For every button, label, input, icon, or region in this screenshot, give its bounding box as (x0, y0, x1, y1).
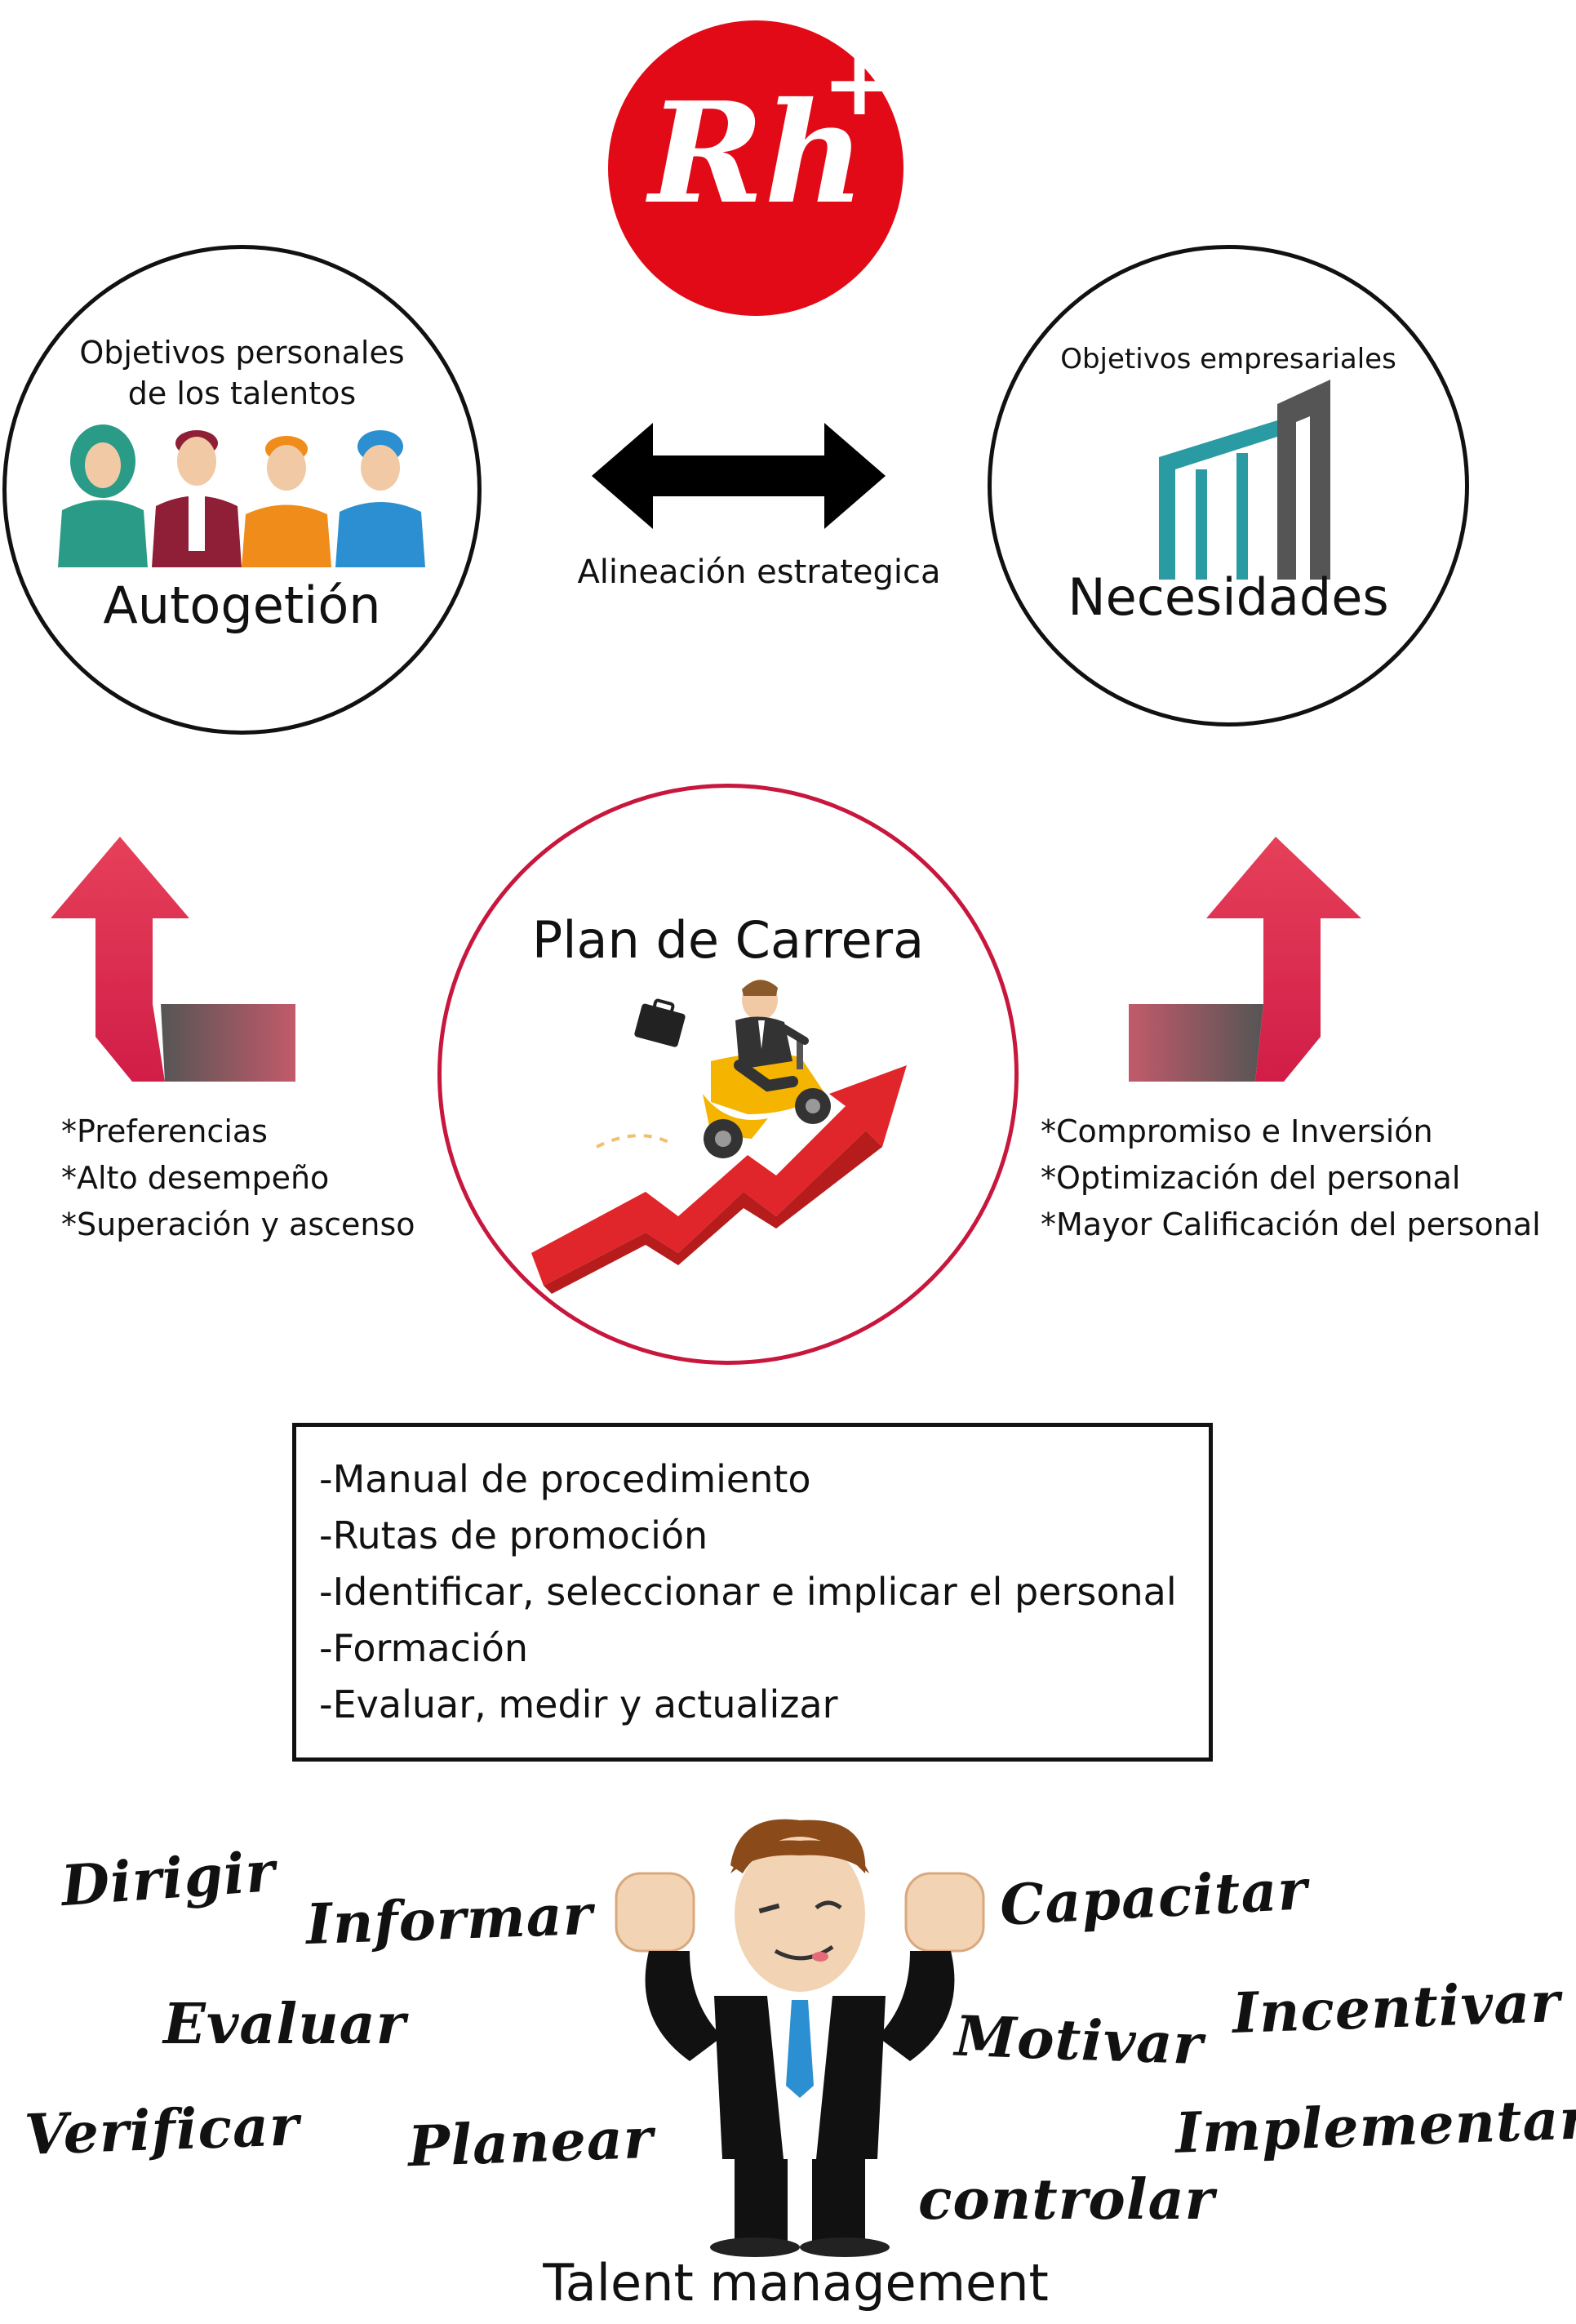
rh-logo-plus: + (822, 31, 898, 136)
procedures-box: -Manual de procedimiento -Rutas de promo… (292, 1423, 1213, 1762)
necesidades-circle: Objetivos empresariales Necesidades (988, 245, 1469, 727)
list-item: *Compromiso e Inversión (1041, 1113, 1433, 1149)
procedure-item: -Evaluar, medir y actualizar (319, 1682, 838, 1726)
personal-goals-label-2: de los talentos (127, 375, 357, 411)
necesidades-title: Necesidades (1068, 567, 1389, 627)
rh-logo: Rh + (608, 20, 903, 316)
verb-controlar: controlar (918, 2167, 1215, 2233)
personal-benefits-list: *Preferencias *Alto desempeño *Superació… (61, 1109, 415, 1248)
autogestion-title: Autogetión (103, 575, 381, 635)
business-goals-label: Objetivos empresariales (1060, 343, 1396, 375)
verb-incentivar: Incentivar (1231, 1970, 1562, 2046)
list-item: *Optimización del personal (1041, 1160, 1461, 1196)
verb-dirigir: Dirigir (59, 1838, 278, 1920)
plan-de-carrera-circle: Plan de Carrera (437, 784, 1019, 1365)
left-up-arrow-icon (51, 837, 295, 1082)
verb-evaluar: Evaluar (163, 1992, 406, 2057)
list-item: *Mayor Calificación del personal (1041, 1206, 1541, 1242)
verb-informar: Informar (304, 1882, 594, 1958)
rh-logo-text: Rh (649, 72, 865, 235)
talent-management-label: Talent management (543, 2253, 1049, 2313)
list-item: *Superación y ascenso (61, 1206, 415, 1242)
building-icon (1159, 380, 1330, 580)
verb-capacitar: Capacitar (998, 1857, 1310, 1939)
business-benefits-list: *Compromiso e Inversión *Optimización de… (1041, 1109, 1541, 1248)
verb-motivar: Motivar (953, 2003, 1205, 2078)
plan-de-carrera-title: Plan de Carrera (531, 910, 925, 970)
verb-verificar: Verificar (23, 2093, 301, 2168)
personal-goals-label-1: Objetivos personales (79, 335, 405, 371)
autogestion-circle: Objetivos personales de los talentos Aut… (2, 245, 482, 735)
happy-manager-icon (615, 1819, 985, 2257)
list-item: *Preferencias (61, 1113, 268, 1149)
procedure-item: -Rutas de promoción (319, 1513, 708, 1557)
people-group-icon (58, 424, 425, 567)
verb-planear: Planear (406, 2105, 655, 2180)
procedure-item: -Formación (319, 1626, 529, 1670)
double-arrow-icon (592, 423, 886, 529)
list-item: *Alto desempeño (61, 1160, 330, 1196)
procedure-item: -Identificar, seleccionar e implicar el … (319, 1570, 1177, 1614)
verb-implementar: Implementar (1174, 2086, 1576, 2166)
right-up-arrow-icon (1129, 837, 1361, 1082)
strategic-alignment-label: Alineación estrategica (577, 553, 941, 591)
procedure-item: -Manual de procedimiento (319, 1457, 811, 1501)
businessman-scooter-growth-icon (531, 980, 907, 1294)
